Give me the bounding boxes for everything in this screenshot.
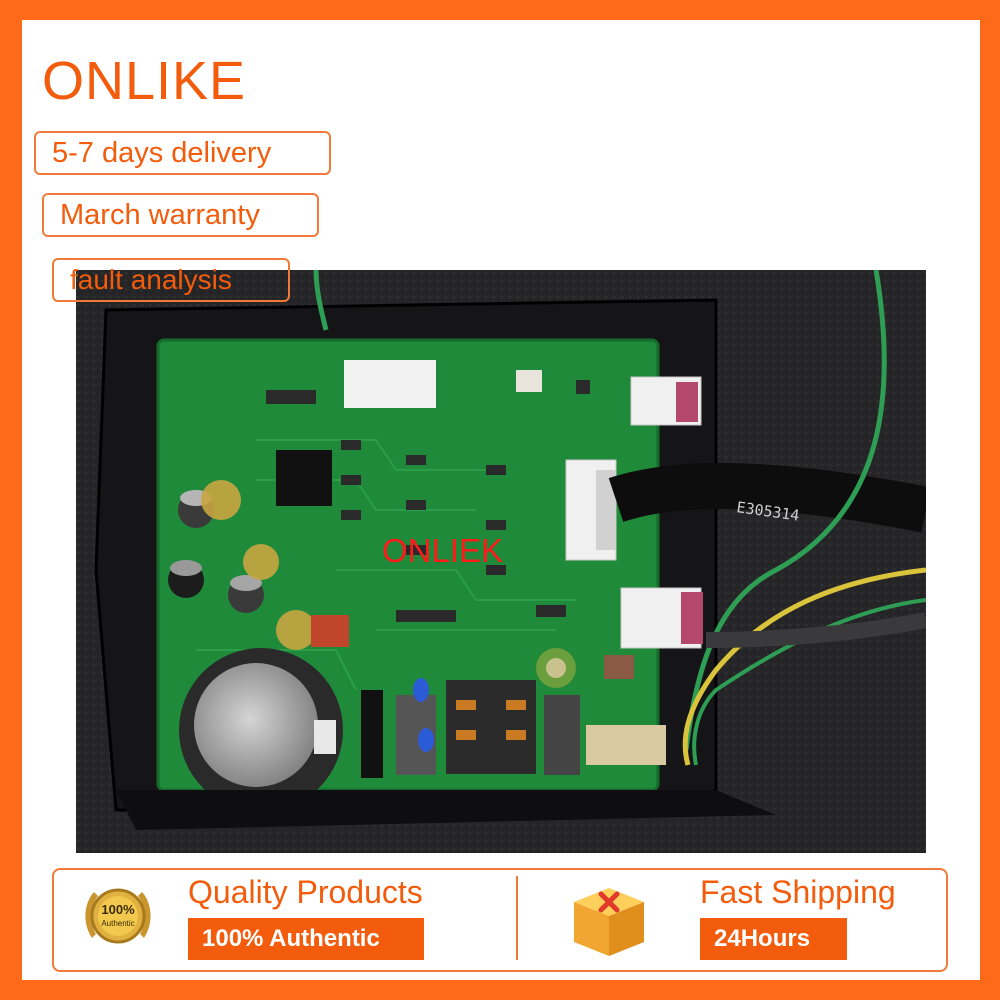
tag-warranty: March warranty (42, 193, 319, 237)
circuit-board-illustration: E305314 (76, 270, 926, 853)
fast-shipping-title: Fast Shipping (700, 874, 896, 910)
authentic-seal-icon: 100% Authentic (78, 878, 158, 958)
seal-top-text: 100% (101, 902, 135, 917)
shipping-box-icon (568, 880, 650, 960)
24hours-pill: 24Hours (700, 918, 847, 960)
tag-fault-analysis: fault analysis (52, 258, 290, 302)
features-divider (516, 876, 518, 960)
quality-products-title: Quality Products (188, 874, 423, 910)
watermark-text: ONLIEK (382, 532, 504, 569)
tag-delivery: 5-7 days delivery (34, 131, 331, 175)
authentic-pill: 100% Authentic (188, 918, 424, 960)
seal-bottom-text: Authentic (101, 919, 134, 928)
brand-name: ONLIKE (42, 51, 247, 111)
product-photo: E305314 (76, 270, 926, 853)
